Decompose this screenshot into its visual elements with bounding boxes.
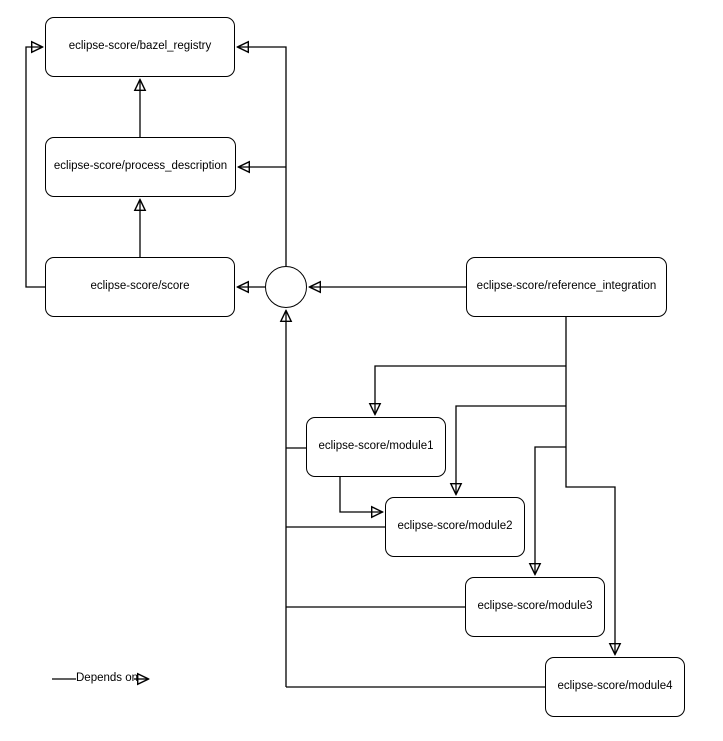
- node-reference-integration: eclipse-score/reference_integration: [466, 257, 667, 317]
- edge-reference-integration-module2: [456, 405, 566, 494]
- node-label: eclipse-score/module3: [477, 600, 593, 613]
- node-process-description: eclipse-score/process_description: [45, 137, 236, 197]
- node-label: eclipse-score/module4: [557, 680, 673, 693]
- edge-reference-integration-module1: [375, 365, 566, 414]
- edge-score-bazel-registry: [25, 47, 45, 288]
- edge-reference-integration-module4: [565, 317, 615, 654]
- edge-junction-bazel-registry: [238, 47, 287, 266]
- node-label: eclipse-score/module1: [318, 440, 434, 453]
- node-module4: eclipse-score/module4: [545, 657, 685, 717]
- node-module1: eclipse-score/module1: [306, 417, 446, 477]
- node-bazel-registry: eclipse-score/bazel_registry: [45, 17, 235, 77]
- node-score: eclipse-score/score: [45, 257, 235, 317]
- node-label: eclipse-score/score: [90, 280, 190, 293]
- legend-label: Depends on: [76, 672, 139, 684]
- node-label: eclipse-score/bazel_registry: [68, 40, 212, 53]
- node-label: eclipse-score/module2: [397, 520, 513, 533]
- node-module3: eclipse-score/module3: [465, 577, 605, 637]
- edge-module1-module2: [339, 477, 382, 512]
- junction-connector-circle: [265, 266, 307, 308]
- node-label: eclipse-score/reference_integration: [476, 280, 657, 293]
- edge-reference-integration-module3: [535, 446, 566, 574]
- node-module2: eclipse-score/module2: [385, 497, 525, 557]
- node-label: eclipse-score/process_description: [53, 160, 228, 173]
